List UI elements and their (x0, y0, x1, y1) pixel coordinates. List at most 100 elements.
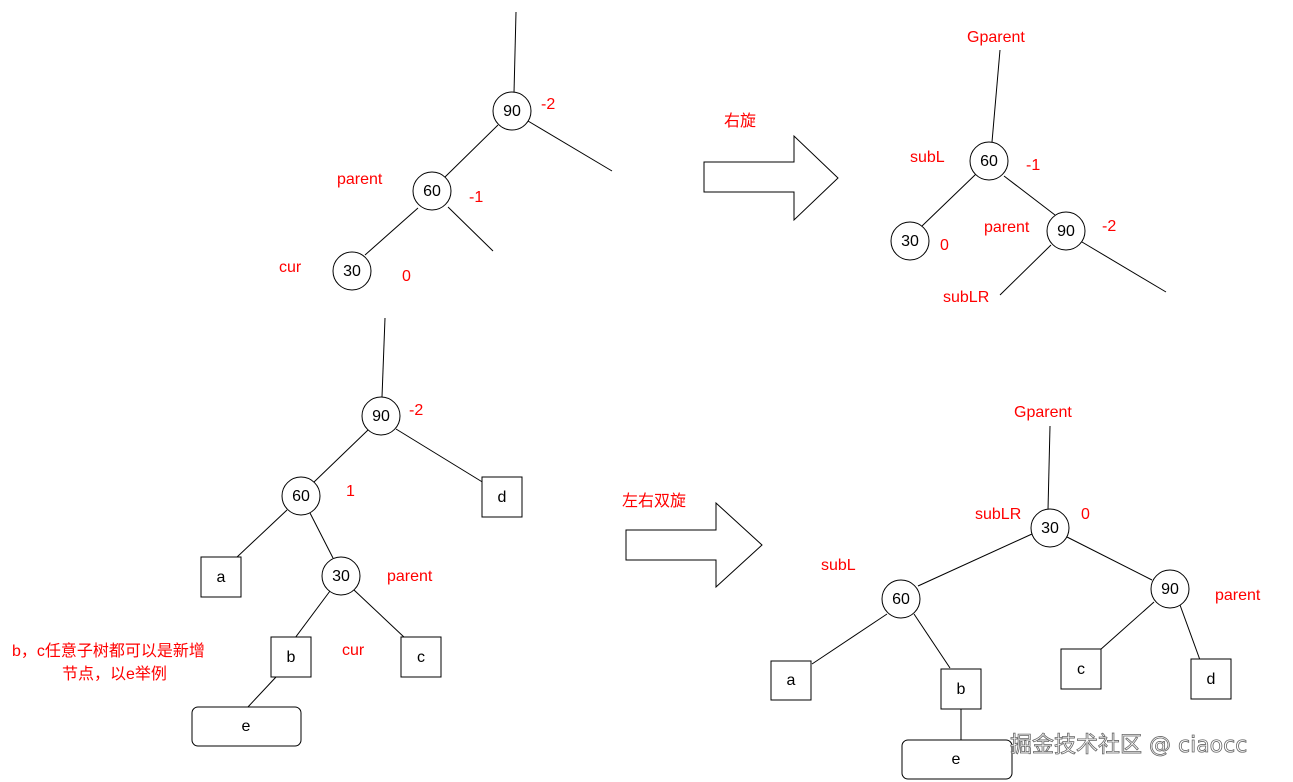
node-60: 60 (969, 141, 1009, 181)
subtree-d: d (481, 476, 523, 518)
balance-factor-90: -2 (1102, 218, 1116, 235)
label-parent: parent (984, 219, 1030, 236)
node-30-text: 30 (901, 233, 919, 250)
diagram-4-after-double-rotation: 30 60 90 a b c d e Gpare (770, 404, 1261, 780)
new-node-e: e (191, 706, 302, 747)
balance-factor-30: 0 (402, 268, 411, 285)
subtree-a: a (200, 556, 242, 598)
edge-30-to-c (353, 589, 406, 639)
subtree-d-text: d (1207, 671, 1216, 688)
edge-90-to-60 (444, 124, 499, 178)
subtree-d-text: d (498, 489, 507, 506)
edge-90-to-d (1179, 604, 1201, 661)
arrow-label-right-rotation: 右旋 (724, 112, 756, 130)
edge-90-to-c (1099, 601, 1155, 651)
edge-30-to-b (294, 590, 331, 639)
balance-factor-60: 1 (346, 483, 355, 500)
edge-b-to-e (246, 676, 277, 709)
diagram-1-before-right-rotation: 90 60 30 -2 parent -1 cur 0 (279, 11, 613, 291)
subtree-c: c (1060, 648, 1102, 690)
edge-90-to-subLR (999, 244, 1052, 296)
arrow-right-rotation: 右旋 (703, 112, 839, 222)
label-cur: cur (342, 642, 365, 659)
subtree-a-text: a (787, 672, 796, 689)
label-parent: parent (387, 568, 433, 585)
edge-30-to-90 (1066, 536, 1153, 581)
new-node-e-text: e (952, 751, 961, 768)
edge-30-to-60 (917, 533, 1033, 587)
balance-factor-90: -2 (409, 402, 423, 419)
arrow-right-icon (625, 501, 763, 589)
subtree-c-text: c (1077, 661, 1085, 678)
edge-60-to-30 (364, 207, 419, 256)
node-90-text: 90 (372, 408, 390, 425)
balance-factor-60: -1 (469, 189, 483, 206)
node-60-text: 60 (292, 488, 310, 505)
diagram-2-after-right-rotation: 60 30 90 Gparent subL -1 0 parent -2 sub… (890, 29, 1167, 306)
edge-60-to-b (913, 613, 951, 669)
new-node-e: e (901, 739, 1013, 780)
subtree-d: d (1190, 658, 1232, 700)
node-30: 30 (332, 251, 372, 291)
balance-factor-30: 0 (940, 237, 949, 254)
edge-gparent-to-60 (991, 49, 1001, 143)
edge-60-to-30 (309, 512, 334, 559)
balance-factor-30: 0 (1081, 506, 1090, 523)
edge-90-to-60 (312, 429, 369, 484)
label-subL: subL (821, 557, 856, 574)
node-90: 90 (1150, 569, 1190, 609)
edge-root-to-90 (381, 317, 386, 398)
edge-60-to-90 (1003, 175, 1056, 216)
edge-60-to-a (235, 509, 288, 559)
balance-factor-90: -2 (541, 96, 555, 113)
label-cur: cur (279, 259, 302, 276)
balance-factor-60: -1 (1026, 157, 1040, 174)
subtree-a: a (770, 660, 812, 701)
label-subL: subL (910, 149, 945, 166)
node-30: 30 (1030, 508, 1070, 548)
subtree-b-text: b (287, 649, 296, 666)
label-subLR: subLR (975, 506, 1021, 523)
subtree-a-text: a (217, 569, 226, 586)
node-90-text: 90 (503, 103, 521, 120)
node-30: 30 (890, 221, 930, 261)
subtree-c: c (400, 636, 442, 678)
label-parent: parent (1215, 587, 1261, 604)
node-60-text: 60 (980, 153, 998, 170)
node-90: 90 (1046, 211, 1086, 251)
label-gparent: Gparent (967, 29, 1025, 46)
node-90: 90 (361, 396, 401, 436)
arrow-right-icon (703, 134, 839, 222)
new-node-e-text: e (242, 718, 251, 735)
edge-90-to-d (395, 428, 485, 484)
node-90-text: 90 (1161, 581, 1179, 598)
note-line-2: 节点，以e举例 (62, 665, 167, 683)
label-parent: parent (337, 171, 383, 188)
node-60-text: 60 (423, 183, 441, 200)
arrow-left-right-double-rotation: 左右双旋 (622, 492, 763, 589)
node-30-text: 30 (1041, 520, 1059, 537)
edge-gparent-to-30 (1047, 425, 1051, 511)
edge-60-to-a (811, 613, 888, 665)
label-subLR: subLR (943, 289, 989, 306)
node-30-text: 30 (332, 568, 350, 585)
node-60: 60 (412, 171, 452, 211)
subtree-b: b (270, 636, 312, 678)
watermark-text: 掘金技术社区 @ ciaocc (1010, 733, 1247, 758)
subtree-b: b (940, 668, 982, 710)
subtree-b-text: b (957, 681, 966, 698)
node-90: 90 (492, 91, 532, 131)
node-60-text: 60 (892, 591, 910, 608)
node-60: 60 (881, 579, 921, 619)
edge-90-right (1081, 241, 1167, 293)
node-30: 30 (321, 556, 361, 596)
subtree-c-text: c (417, 649, 425, 666)
edge-60-right (447, 206, 494, 252)
node-60: 60 (281, 476, 321, 516)
node-30-text: 30 (343, 263, 361, 280)
label-gparent: Gparent (1014, 404, 1072, 421)
note-line-1: b，c任意子树都可以是新增 (12, 641, 205, 660)
edge-60-to-30 (921, 173, 977, 227)
